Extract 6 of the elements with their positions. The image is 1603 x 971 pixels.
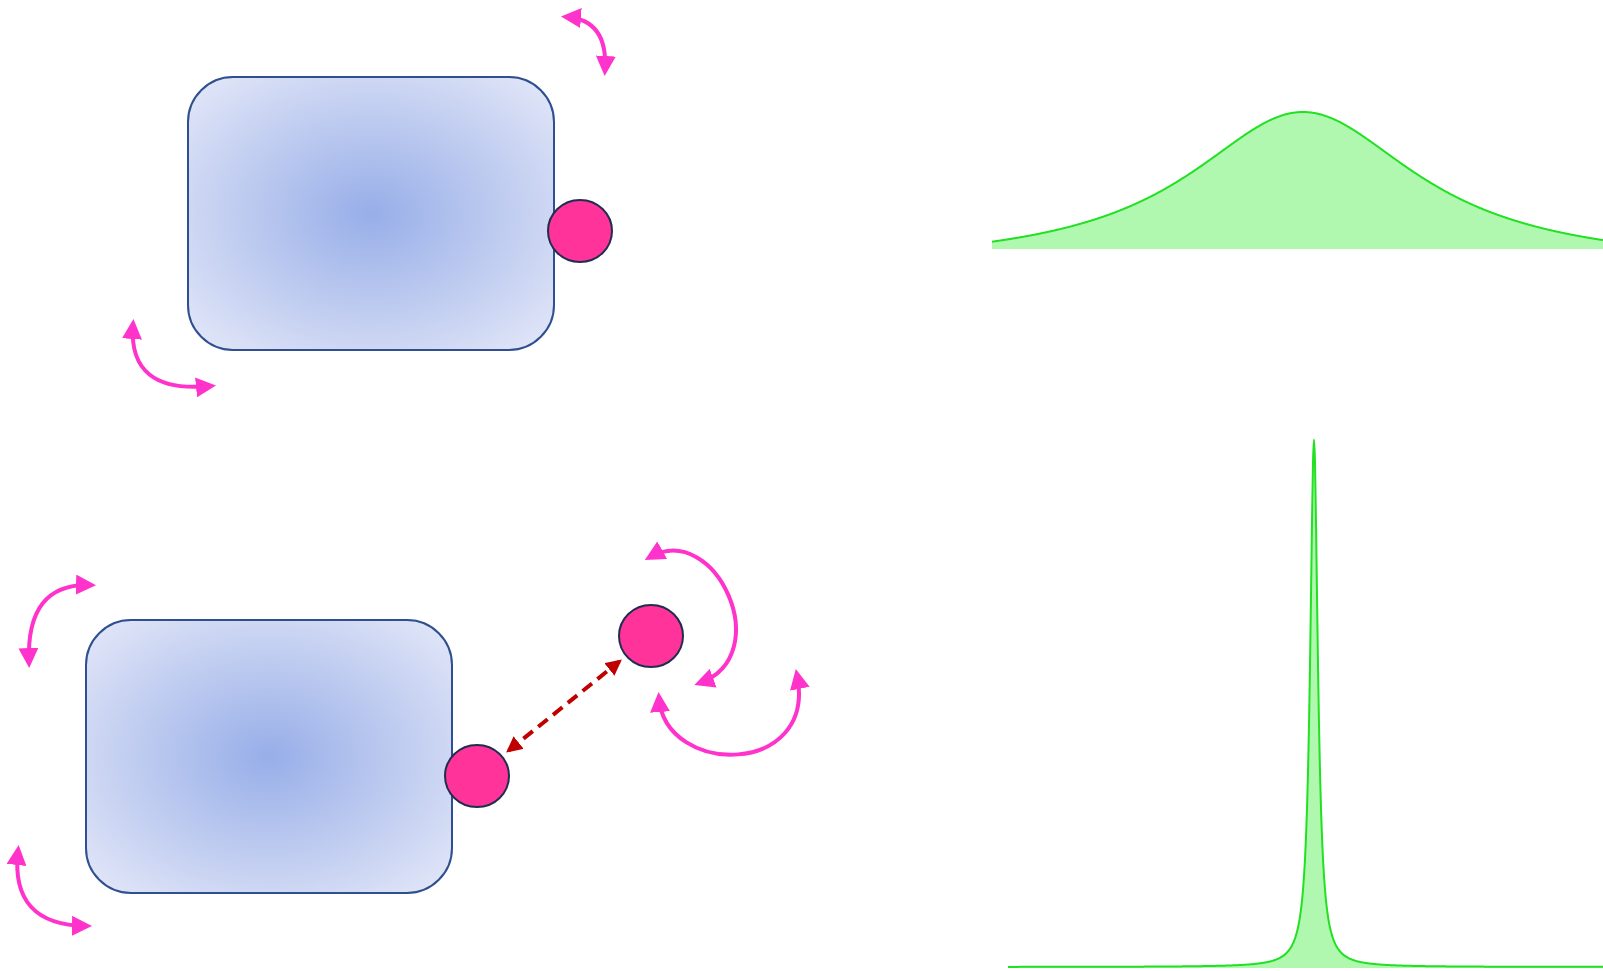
circle-node [547,199,613,263]
circle-node [618,604,684,668]
circle-node [444,744,510,808]
block-shape [187,76,555,351]
block-shape [85,619,453,894]
arrow [506,659,622,753]
